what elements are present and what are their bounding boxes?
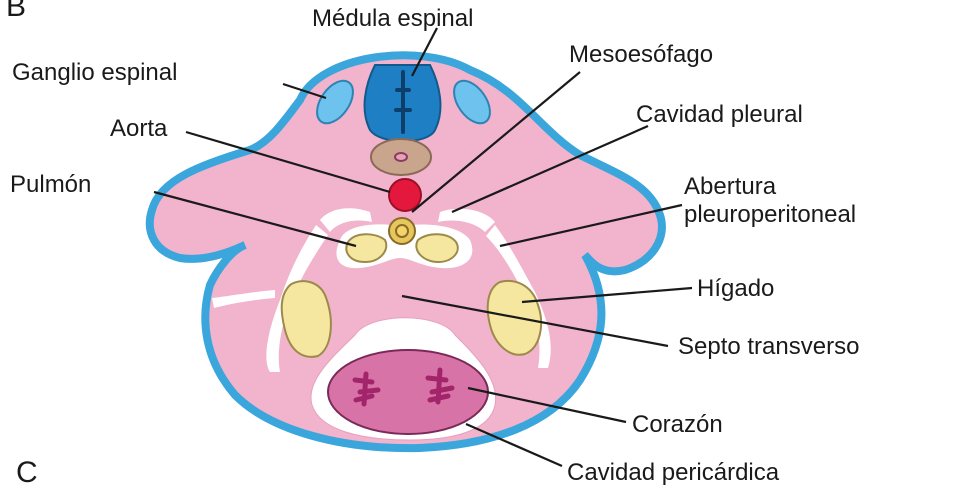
label-pulmon: Pulmón [10,171,91,198]
aorta [389,179,421,211]
label-abertura-line1: Abertura [684,173,777,200]
esophagus-ring-inner [396,225,408,237]
panel-letter-bottom: C [16,456,38,488]
label-abertura-line2: pleuroperitoneal [684,201,856,228]
esophagus-lumen [395,153,407,161]
label-aorta: Aorta [110,115,168,142]
lung-left [346,234,386,262]
lung-right [416,234,457,262]
label-medula-espinal: Médula espinal [312,5,473,32]
label-higado: Hígado [697,275,774,302]
label-cavidad-pericardica: Cavidad pericárdica [567,459,780,486]
label-ganglio-espinal: Ganglio espinal [12,59,177,86]
heart [328,350,488,434]
label-septo-transverso: Septo transverso [678,333,859,360]
label-cavidad-pleural: Cavidad pleural [636,101,803,128]
label-corazon: Corazón [632,411,723,438]
label-mesoesofago: Mesoesófago [569,41,713,68]
panel-letter-top: B [6,0,26,23]
